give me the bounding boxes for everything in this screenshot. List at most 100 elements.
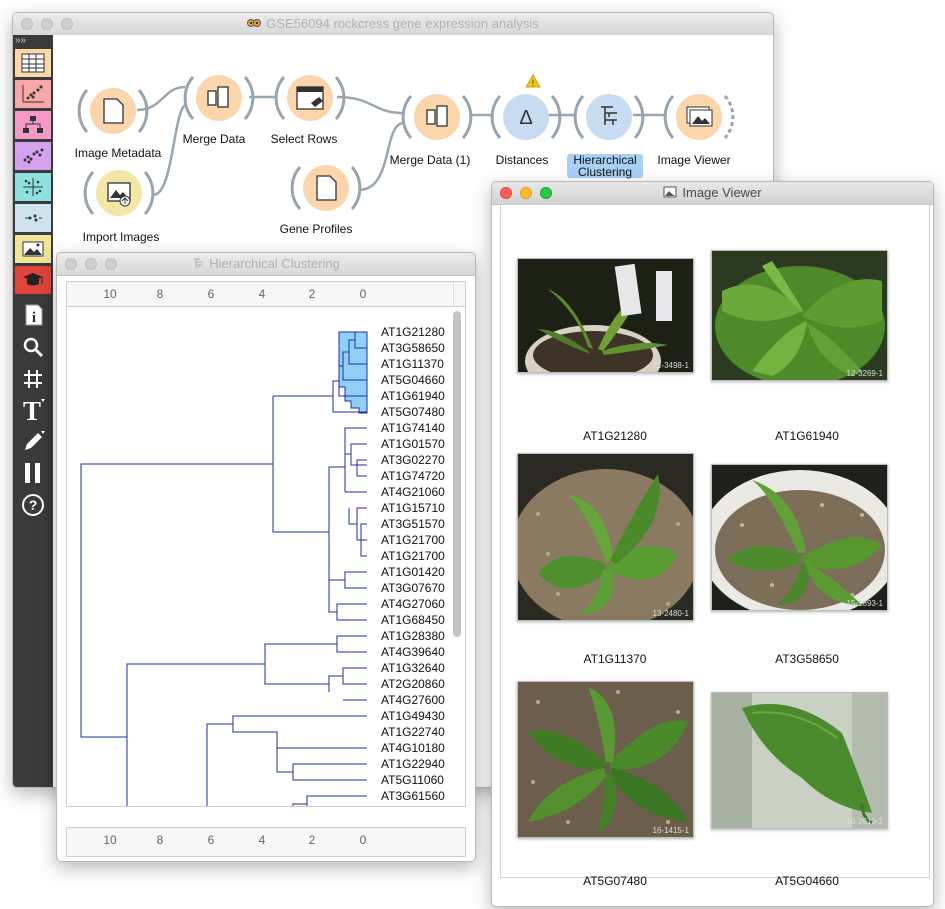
thumbnail-2[interactable]: 12-3269-1	[711, 250, 888, 381]
hc-window-controls	[65, 258, 117, 270]
leaf-label[interactable]: AT4G21060	[381, 485, 445, 499]
leaf-label[interactable]: AT1G32640	[381, 661, 445, 675]
top-tick-2: 2	[308, 287, 316, 301]
vertical-scrollbar[interactable]	[453, 311, 461, 637]
search-icon[interactable]	[15, 333, 51, 361]
iv-window: Image Viewer 11-3498-1 AT1G21280 12-3269…	[491, 181, 934, 907]
node-merge-data-1[interactable]: Merge Data (1)	[389, 153, 471, 167]
leaf-label[interactable]: AT3G61560	[381, 789, 445, 803]
leaf-label[interactable]: AT4G27600	[381, 693, 445, 707]
top-tick-4: 4	[258, 287, 266, 301]
thumbnail-1[interactable]: 11-3498-1	[517, 258, 694, 373]
tree-icon[interactable]	[15, 111, 51, 139]
caption-6: AT5G04660	[775, 874, 839, 888]
grid-hash-icon[interactable]	[15, 365, 51, 393]
caption-5: AT5G07480	[583, 874, 647, 888]
hc-close-button[interactable]	[65, 258, 77, 270]
node-select-rows[interactable]: Select Rows	[270, 132, 338, 146]
image-icon[interactable]	[15, 235, 51, 263]
iv-window-title: Image Viewer	[682, 185, 762, 200]
iv-window-controls	[500, 187, 552, 199]
grid-icon[interactable]	[15, 173, 51, 201]
thumbnail-5-tag: 16-1415-1	[652, 826, 689, 835]
iv-titlebar: Image Viewer	[492, 182, 933, 205]
node-merge-data[interactable]: Merge Data	[182, 132, 246, 146]
iv-minimize-button[interactable]	[520, 187, 532, 199]
leaf-label[interactable]: AT1G01420	[381, 565, 445, 579]
bottom-tick-10: 10	[103, 833, 117, 847]
thumbnail-5[interactable]: 16-1415-1	[517, 681, 694, 838]
leaf-label[interactable]: AT1G22940	[381, 757, 445, 771]
leaf-label[interactable]: AT5G04660	[381, 373, 445, 387]
image-viewer-icon	[663, 183, 677, 205]
leaf-label[interactable]: AT4G10180	[381, 741, 445, 755]
thumbnail-3-tag: 13-2480-1	[652, 609, 689, 618]
help-icon[interactable]: ?	[15, 491, 51, 519]
leaf-label[interactable]: AT1G22740	[381, 725, 445, 739]
leaf-label[interactable]: AT1G49430	[381, 709, 445, 723]
leaf-label[interactable]: AT1G61940	[381, 389, 445, 403]
widget-toolbox: »» i	[13, 35, 53, 787]
leaf-label[interactable]: AT1G21700	[381, 549, 445, 563]
clusters-icon[interactable]	[15, 142, 51, 170]
leaf-label[interactable]: AT1G15710	[381, 501, 445, 515]
leaf-label[interactable]: AT4G39640	[381, 645, 445, 659]
leaf-label[interactable]: AT1G28380	[381, 629, 445, 643]
leaf-label[interactable]: AT1G21280	[381, 325, 445, 339]
thumbnail-4[interactable]: 15-1893-1	[711, 464, 888, 611]
node-import-images[interactable]: Import Images	[82, 230, 160, 244]
node-image-viewer[interactable]: Image Viewer	[657, 153, 731, 167]
leaf-label[interactable]: AT5G11060	[381, 773, 444, 787]
node-hierarchical-clustering[interactable]: Hierarchical Clustering	[567, 154, 643, 178]
svg-text:!: !	[532, 78, 535, 88]
hc-window-title: Hierarchical Clustering	[209, 256, 340, 271]
leaf-label[interactable]: AT3G07670	[381, 581, 445, 595]
leaf-label[interactable]: AT3G02270	[381, 453, 445, 467]
data-table-icon[interactable]	[15, 49, 51, 77]
iv-close-button[interactable]	[500, 187, 512, 199]
text-icon[interactable]: T	[15, 396, 51, 424]
workflow-links: Δ !	[77, 74, 735, 216]
info-icon[interactable]: i	[15, 301, 51, 329]
leaf-label[interactable]: AT3G51570	[381, 517, 445, 531]
node-gene-profiles[interactable]: Gene Profiles	[279, 222, 353, 236]
pen-icon[interactable]	[15, 428, 51, 456]
pause-icon[interactable]	[15, 459, 51, 487]
leaf-label[interactable]: AT1G68450	[381, 613, 445, 627]
education-icon[interactable]	[15, 266, 51, 294]
thumbnail-3[interactable]: 13-2480-1	[517, 453, 694, 621]
zoom-button[interactable]	[61, 18, 73, 30]
leaf-label[interactable]: AT5G07480	[381, 405, 445, 419]
thumbnail-6[interactable]: 16-2613-1	[711, 692, 888, 829]
leaf-label[interactable]: AT2G20860	[381, 677, 445, 691]
caption-4: AT3G58650	[775, 652, 839, 666]
hc-zoom-button[interactable]	[105, 258, 117, 270]
dendrogram	[80, 331, 368, 806]
leaf-label[interactable]: AT3G58650	[381, 341, 445, 355]
leaf-label[interactable]: AT1G11370	[381, 357, 444, 371]
bottom-axis: 10 8 6 4 2 0	[66, 827, 466, 857]
top-tick-8: 8	[156, 287, 164, 301]
thumbnail-6-tag: 16-2613-1	[846, 817, 883, 826]
leaf-label[interactable]: AT1G21700	[381, 533, 445, 547]
hc-minimize-button[interactable]	[85, 258, 97, 270]
image-grid[interactable]: 11-3498-1 AT1G21280 12-3269-1 AT1G61940 …	[500, 204, 930, 888]
node-distances[interactable]: Distances	[495, 153, 549, 167]
hc-window: Hierarchical Clustering 10 8 6 4 2 0	[56, 252, 476, 862]
hierarchical-clustering-icon	[192, 254, 204, 276]
expand-toolbox-icon[interactable]: »»	[15, 35, 27, 46]
scatter-plot-icon[interactable]	[15, 80, 51, 108]
leaf-label[interactable]: AT1G74140	[381, 421, 445, 435]
caption-3: AT1G11370	[583, 652, 647, 666]
close-button[interactable]	[21, 18, 33, 30]
leaf-label[interactable]: AT4G27060	[381, 597, 445, 611]
neighbors-icon[interactable]	[15, 204, 51, 232]
bottom-tick-6: 6	[207, 833, 215, 847]
leaf-label[interactable]: AT3G16830	[381, 804, 445, 806]
leaf-label[interactable]: AT1G74720	[381, 469, 445, 483]
leaf-label[interactable]: AT1G01570	[381, 437, 445, 451]
minimize-button[interactable]	[41, 18, 53, 30]
node-image-metadata[interactable]: Image Metadata	[74, 146, 162, 160]
iv-zoom-button[interactable]	[540, 187, 552, 199]
